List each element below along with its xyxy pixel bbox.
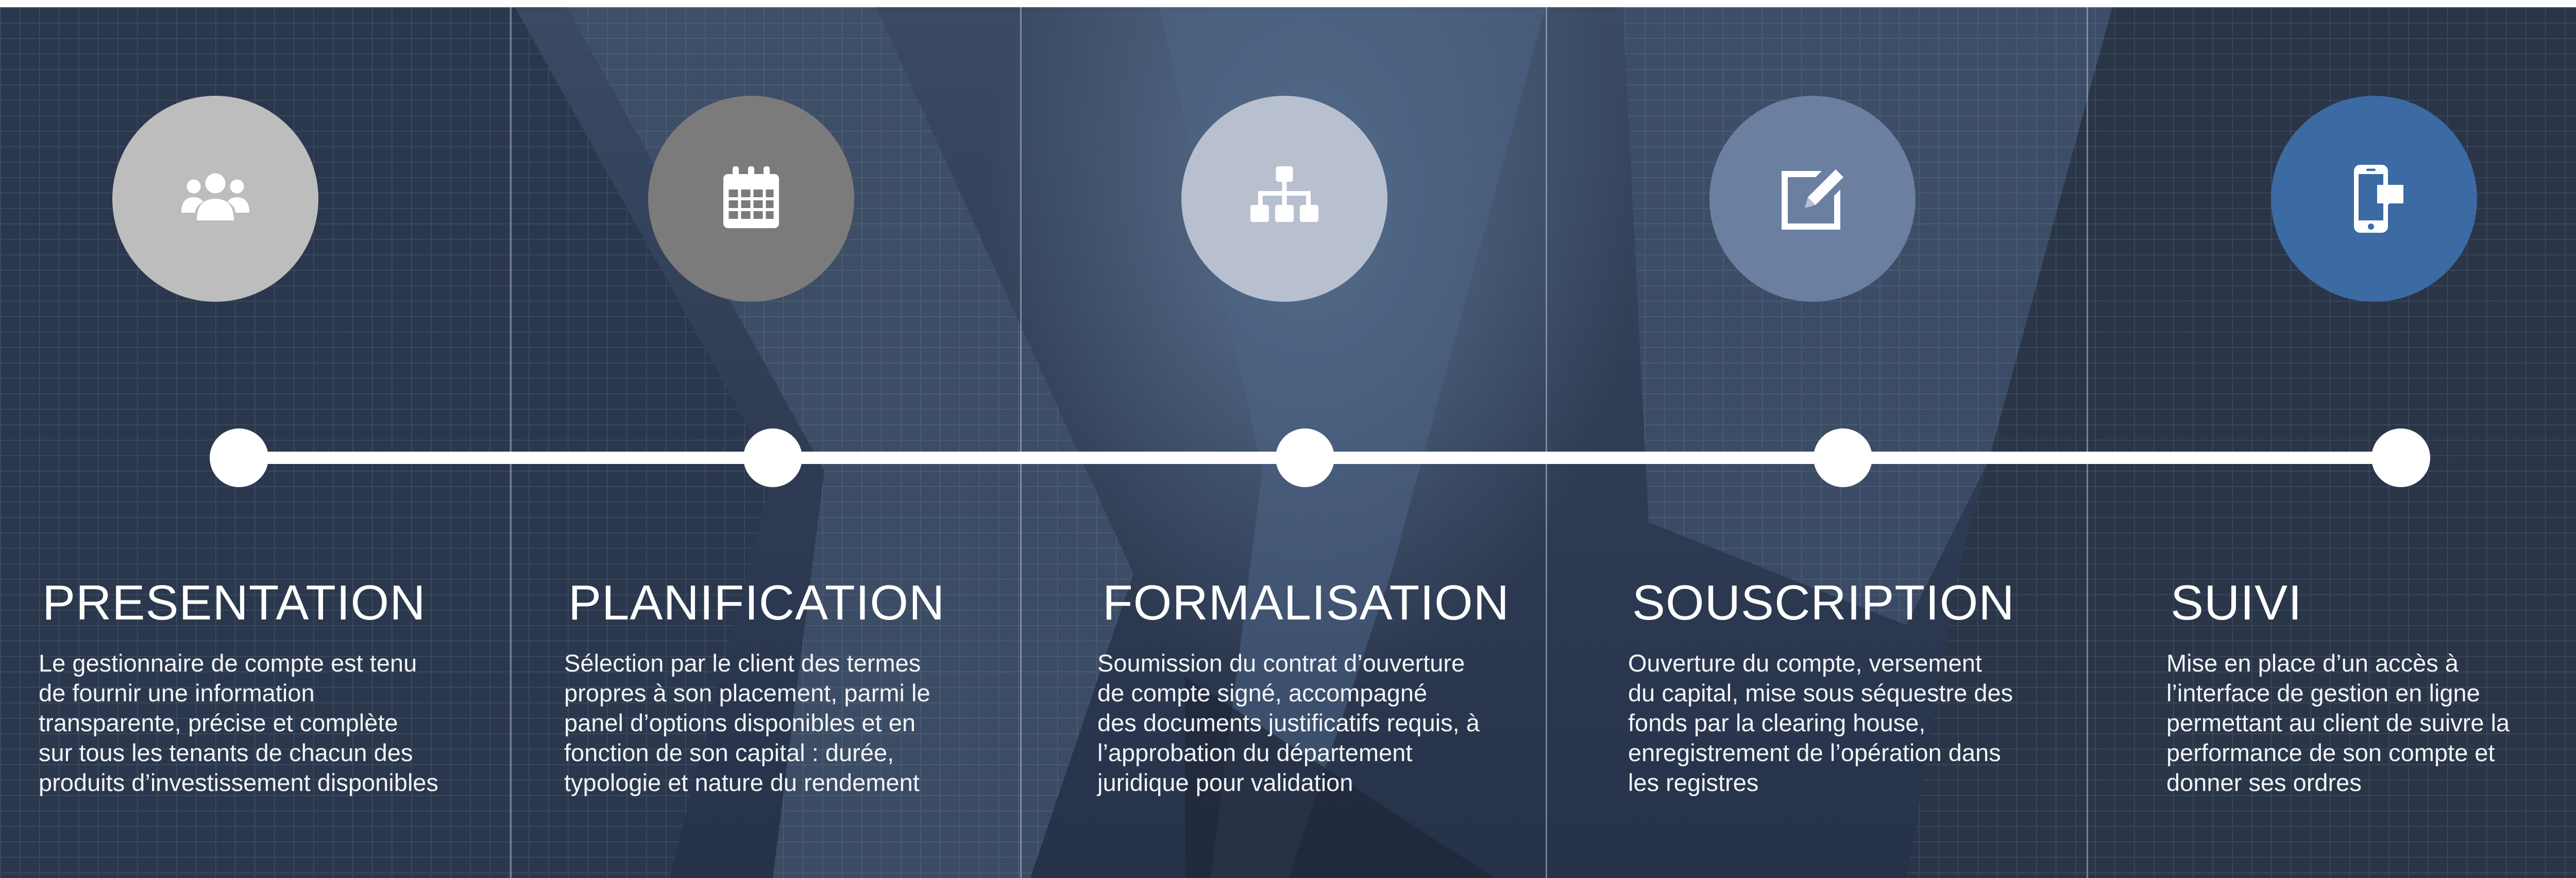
column-divider — [2087, 7, 2088, 878]
step-circle-planification — [648, 96, 854, 302]
timeline-dot — [2371, 428, 2430, 487]
step-title-presentation: PRESENTATION — [42, 575, 426, 630]
step-title-souscription: SOUSCRIPTION — [1632, 575, 2015, 630]
step-description-suivi: Mise en place d’un accès à l’interface d… — [2166, 649, 2510, 796]
users-icon — [181, 173, 249, 220]
calendar-icon — [723, 166, 779, 228]
mobile-chat-icon — [2354, 165, 2403, 233]
step-title-suivi: SUIVI — [2171, 575, 2302, 630]
timeline-dot — [210, 428, 268, 487]
step-description-formalisation: Soumission du contrat d’ouverture de com… — [1097, 649, 1480, 796]
step-description-presentation: Le gestionnaire de compte est tenu de fo… — [39, 649, 438, 796]
timeline-dot — [1814, 428, 1872, 487]
step-circle-presentation — [112, 96, 318, 302]
org-chart-icon — [1250, 166, 1318, 222]
timeline-dot — [743, 428, 802, 487]
step-title-formalisation: FORMALISATION — [1103, 575, 1510, 630]
edit-icon — [1782, 169, 1843, 230]
step-circle-souscription — [1709, 96, 1916, 302]
step-circle-suivi — [2271, 96, 2477, 302]
step-circle-formalisation — [1181, 96, 1387, 302]
column-divider — [1020, 7, 1022, 878]
column-divider — [510, 7, 512, 878]
step-title-planification: PLANIFICATION — [568, 575, 945, 630]
step-description-souscription: Ouverture du compte, versement du capita… — [1628, 649, 2013, 796]
timeline-slide: PRESENTATION Le gestionnaire de compte e… — [0, 7, 2576, 878]
timeline-dot — [1276, 428, 1334, 487]
step-description-planification: Sélection par le client des termes propr… — [564, 649, 930, 796]
column-divider — [1546, 7, 1547, 878]
